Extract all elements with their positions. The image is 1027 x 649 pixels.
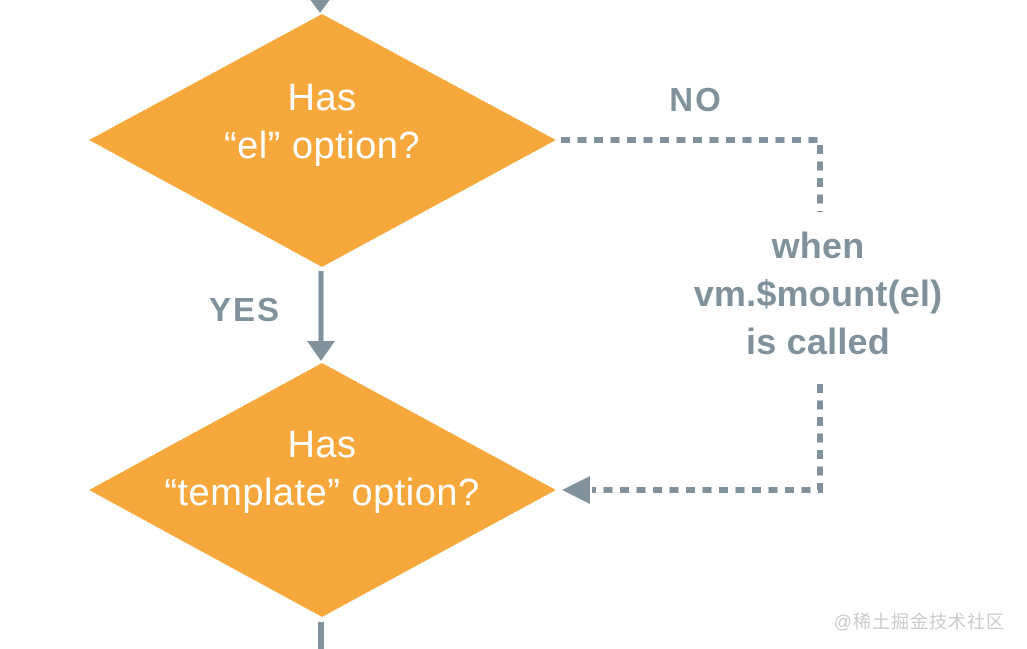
no-branch-label: NO: [669, 81, 723, 118]
decision-label-has-template-line2: “template” option?: [164, 472, 480, 514]
decision-label-has-template: Has “template” option?: [89, 421, 555, 517]
yes-branch-label: YES: [208, 291, 282, 328]
watermark-text: @稀土掘金技术社区: [833, 612, 1005, 632]
yes-arrow-head: [307, 341, 335, 361]
mount-note: when vm.$mount(el) is called: [638, 222, 998, 366]
decision-diamond-has-el: [89, 14, 556, 267]
mount-note-line3: is called: [746, 321, 890, 362]
no-dashed-connector-bottom: [592, 384, 823, 493]
mount-note-line1: when: [771, 225, 865, 266]
decision-label-has-el-line2: “el” option?: [223, 125, 421, 167]
incoming-arrow-head: [310, 0, 330, 13]
no-dashed-connector-top: [561, 137, 823, 212]
decision-diamond-has-template: [89, 363, 556, 617]
decision-label-has-el-line1: Has: [287, 77, 357, 119]
no-connector-arrow-head: [562, 476, 590, 504]
decision-label-has-template-line1: Has: [287, 424, 357, 466]
mount-note-line2: vm.$mount(el): [693, 273, 943, 314]
decision-label-has-el: Has “el” option?: [89, 74, 555, 170]
